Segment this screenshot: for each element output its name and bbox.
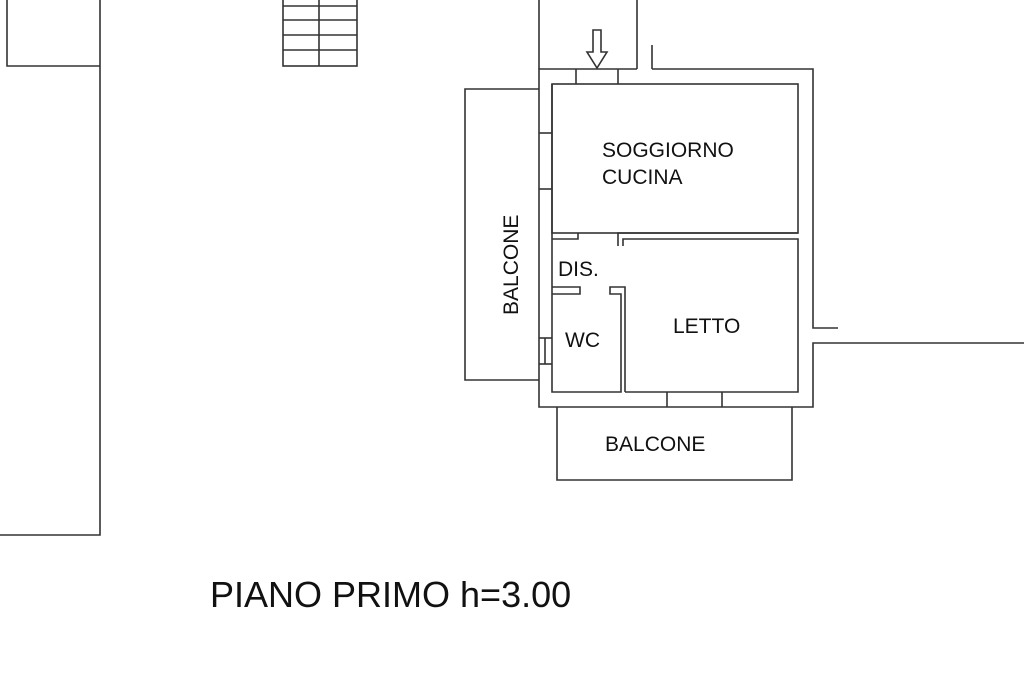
balcony-bottom (556, 407, 793, 481)
room-label-kitchen: CUCINA (602, 166, 683, 189)
windows (539, 69, 723, 407)
room-label-living: SOGGIORNO (602, 139, 734, 162)
room-label-wc: WC (565, 329, 600, 352)
balcony-left-label: BALCONE (500, 215, 523, 315)
room-label-hall: DIS. (558, 258, 599, 281)
room-label-bedroom: LETTO (673, 315, 740, 338)
balcony-bottom-label: BALCONE (605, 433, 705, 456)
interior-walls (551, 84, 799, 393)
floor-title: PIANO PRIMO h=3.00 (210, 574, 571, 615)
neighbor-building-left (0, 0, 101, 536)
entrance-arrow-icon (585, 29, 609, 70)
staircase (282, 0, 358, 67)
exterior-walls (538, 68, 1024, 408)
balcony-left (464, 88, 539, 381)
entrance-corridor (538, 0, 653, 69)
